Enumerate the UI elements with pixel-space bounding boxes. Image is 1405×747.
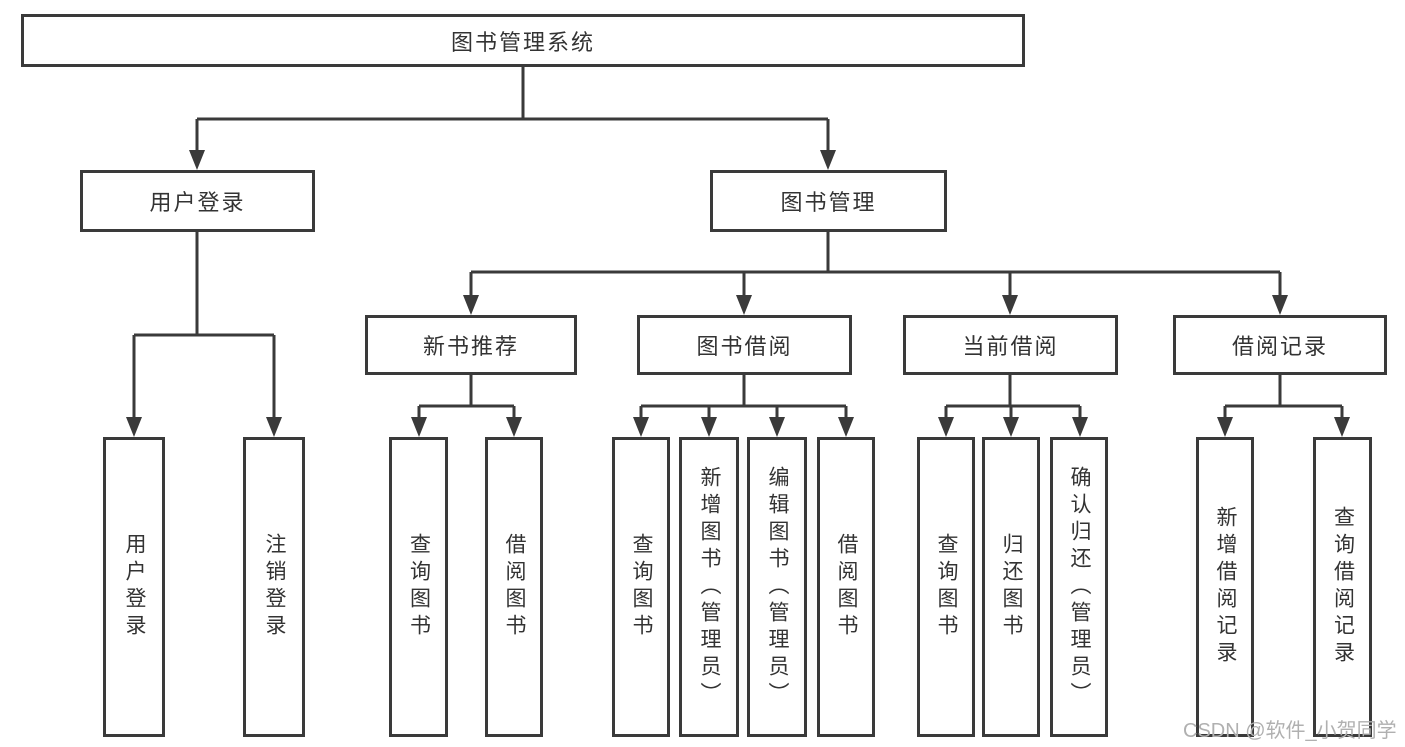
node-user-login-label: 用户登录 [149,190,246,215]
leaf-recommend-borrow-books: 借阅图书 [485,437,543,737]
leaf-recommend-query-books-label: 查询图书 [407,533,431,641]
node-book-management: 图书管理 [710,170,947,232]
leaf-query-borrow-record: 查询借阅记录 [1313,437,1372,737]
leaf-user-login: 用户登录 [103,437,165,737]
leaf-user-login-label: 用户登录 [123,533,146,641]
node-current-borrowing-label: 当前借阅 [962,334,1059,359]
leaf-edit-books-admin-label: 编辑图书（管理员） [766,465,789,709]
leaf-add-borrow-record-label: 新增借阅记录 [1214,506,1237,668]
leaf-current-query-books-label: 查询图书 [935,533,958,641]
node-new-book-recommend: 新书推荐 [365,315,577,375]
leaf-current-query-books: 查询图书 [917,437,975,737]
leaf-logout: 注销登录 [243,437,305,737]
leaf-add-books-admin-label: 新增图书（管理员） [698,465,721,709]
node-book-management-label: 图书管理 [780,190,877,215]
leaf-return-books-label: 归还图书 [1000,533,1023,641]
node-book-borrowing: 图书借阅 [637,315,852,375]
node-borrowing-records: 借阅记录 [1173,315,1387,375]
leaf-borrowing-borrow-books-label: 借阅图书 [835,533,858,641]
leaf-add-borrow-record: 新增借阅记录 [1196,437,1254,737]
node-current-borrowing: 当前借阅 [903,315,1118,375]
leaf-recommend-borrow-books-label: 借阅图书 [503,533,526,641]
leaf-borrowing-query-books-label: 查询图书 [630,533,653,641]
leaf-edit-books-admin: 编辑图书（管理员） [747,437,807,737]
leaf-confirm-return-admin: 确认归还（管理员） [1050,437,1108,737]
leaf-return-books: 归还图书 [982,437,1040,737]
node-root: 图书管理系统 [21,14,1025,67]
node-root-label: 图书管理系统 [450,29,595,55]
node-new-book-recommend-label: 新书推荐 [422,334,519,359]
node-book-borrowing-label: 图书借阅 [696,334,793,359]
leaf-borrowing-query-books: 查询图书 [612,437,670,737]
leaf-query-borrow-record-label: 查询借阅记录 [1331,506,1355,668]
watermark: CSDN @软件_小贺同学 [1183,720,1397,742]
leaf-add-books-admin: 新增图书（管理员） [679,437,739,737]
leaf-confirm-return-admin-label: 确认归还（管理员） [1068,465,1091,709]
node-user-login: 用户登录 [80,170,315,232]
leaf-logout-label: 注销登录 [263,533,286,641]
leaf-borrowing-borrow-books: 借阅图书 [817,437,875,737]
leaf-recommend-query-books: 查询图书 [389,437,448,737]
node-borrowing-records-label: 借阅记录 [1231,334,1328,359]
